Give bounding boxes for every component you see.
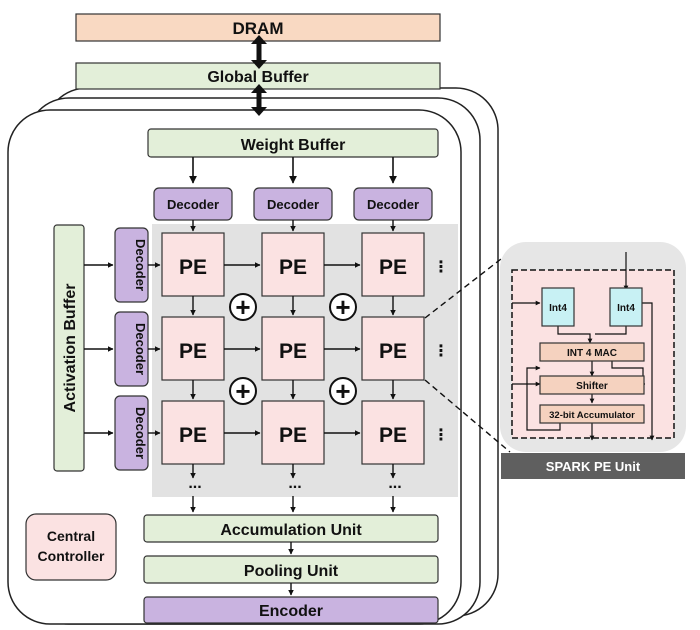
central-controller-label-1: Central — [47, 528, 95, 544]
dram-label: DRAM — [233, 19, 284, 38]
pe-vertical-arrows — [190, 296, 396, 479]
int4-left-block: Int4 — [541, 287, 575, 327]
pe-horizontal-arrows — [224, 262, 361, 436]
pooling-unit-label: Pooling Unit — [244, 563, 339, 580]
svg-text:Decoder: Decoder — [133, 407, 148, 459]
svg-text:Shifter: Shifter — [576, 381, 608, 392]
ellipsis-bottom-2: ... — [288, 475, 301, 492]
pe-r2-c1: PE — [161, 316, 225, 381]
encoder-block — [143, 596, 439, 624]
pe-r1-c2: PE — [261, 232, 325, 297]
accumulator-32bit-block: 32-bit Accumulator — [539, 404, 645, 424]
svg-text:Int4: Int4 — [617, 303, 635, 314]
ellipsis-bottom-1: ... — [188, 475, 201, 492]
svg-text:Decoder: Decoder — [133, 239, 148, 291]
global-buffer-core-arrow — [251, 84, 267, 116]
left-decoder-2: Decoder — [114, 311, 149, 387]
shifter-block: Shifter — [539, 375, 645, 395]
svg-text:PE: PE — [279, 256, 307, 279]
activation-buffer-label: Activation Buffer — [62, 284, 79, 413]
pe-r1-c3: PE — [361, 232, 425, 297]
activation-buffer-block — [53, 224, 85, 472]
adder-circle-3: + — [229, 376, 257, 406]
top-decoder-2: Decoder — [253, 187, 333, 221]
svg-text:+: + — [335, 376, 350, 406]
dram-global-buffer-arrow — [251, 35, 267, 69]
ellipsis-right-2: ⋮ — [433, 343, 449, 360]
svg-text:+: + — [335, 292, 350, 322]
spark-pe-caption: SPARK PE Unit — [546, 459, 641, 474]
pe-r3-c3: PE — [361, 400, 425, 465]
svg-text:PE: PE — [179, 256, 207, 279]
svg-text:Decoder: Decoder — [133, 323, 148, 375]
svg-text:32-bit Accumulator: 32-bit Accumulator — [549, 410, 635, 421]
svg-text:PE: PE — [379, 256, 407, 279]
svg-text:PE: PE — [379, 340, 407, 363]
int4-mac-block: INT 4 MAC — [539, 342, 645, 362]
pe-r2-c3: PE — [361, 316, 425, 381]
pe-r3-c1: PE — [161, 400, 225, 465]
ellipsis-right-1: ⋮ — [433, 259, 449, 276]
zoom-line-top — [424, 251, 511, 319]
central-controller-block — [25, 513, 117, 581]
svg-text:INT 4 MAC: INT 4 MAC — [567, 348, 617, 359]
left-decoder-1: Decoder — [114, 227, 149, 303]
zoom-line-bottom — [424, 379, 511, 453]
svg-text:Decoder: Decoder — [267, 197, 319, 212]
pe-r2-c2: PE — [261, 316, 325, 381]
encoder-label: Encoder — [259, 603, 323, 620]
accumulation-unit-label: Accumulation Unit — [220, 522, 362, 539]
adder-circle-4: + — [329, 376, 357, 406]
ellipsis-right-3: ⋮ — [433, 427, 449, 444]
top-decoder-1: Decoder — [153, 187, 233, 221]
top-decoder-3: Decoder — [353, 187, 433, 221]
pe-r3-c2: PE — [261, 400, 325, 465]
left-decoder-3: Decoder — [114, 395, 149, 471]
spark-pe-caption-bar — [501, 453, 685, 479]
svg-text:Decoder: Decoder — [167, 197, 219, 212]
int4-right-block: Int4 — [609, 287, 643, 327]
svg-text:+: + — [235, 292, 250, 322]
ellipsis-bottom-3: ... — [388, 475, 401, 492]
adder-circle-2: + — [329, 292, 357, 322]
svg-text:Decoder: Decoder — [367, 197, 419, 212]
svg-text:PE: PE — [279, 340, 307, 363]
svg-text:PE: PE — [279, 424, 307, 447]
global-buffer-label: Global Buffer — [207, 69, 308, 86]
central-controller-label-2: Controller — [38, 548, 105, 564]
svg-text:+: + — [235, 376, 250, 406]
weight-buffer-label: Weight Buffer — [241, 137, 346, 154]
svg-text:PE: PE — [379, 424, 407, 447]
svg-text:PE: PE — [179, 340, 207, 363]
adder-circle-1: + — [229, 292, 257, 322]
svg-text:PE: PE — [179, 424, 207, 447]
svg-text:Int4: Int4 — [549, 303, 567, 314]
spark-pe-internals — [512, 252, 655, 441]
pe-r1-c1: PE — [161, 232, 225, 297]
